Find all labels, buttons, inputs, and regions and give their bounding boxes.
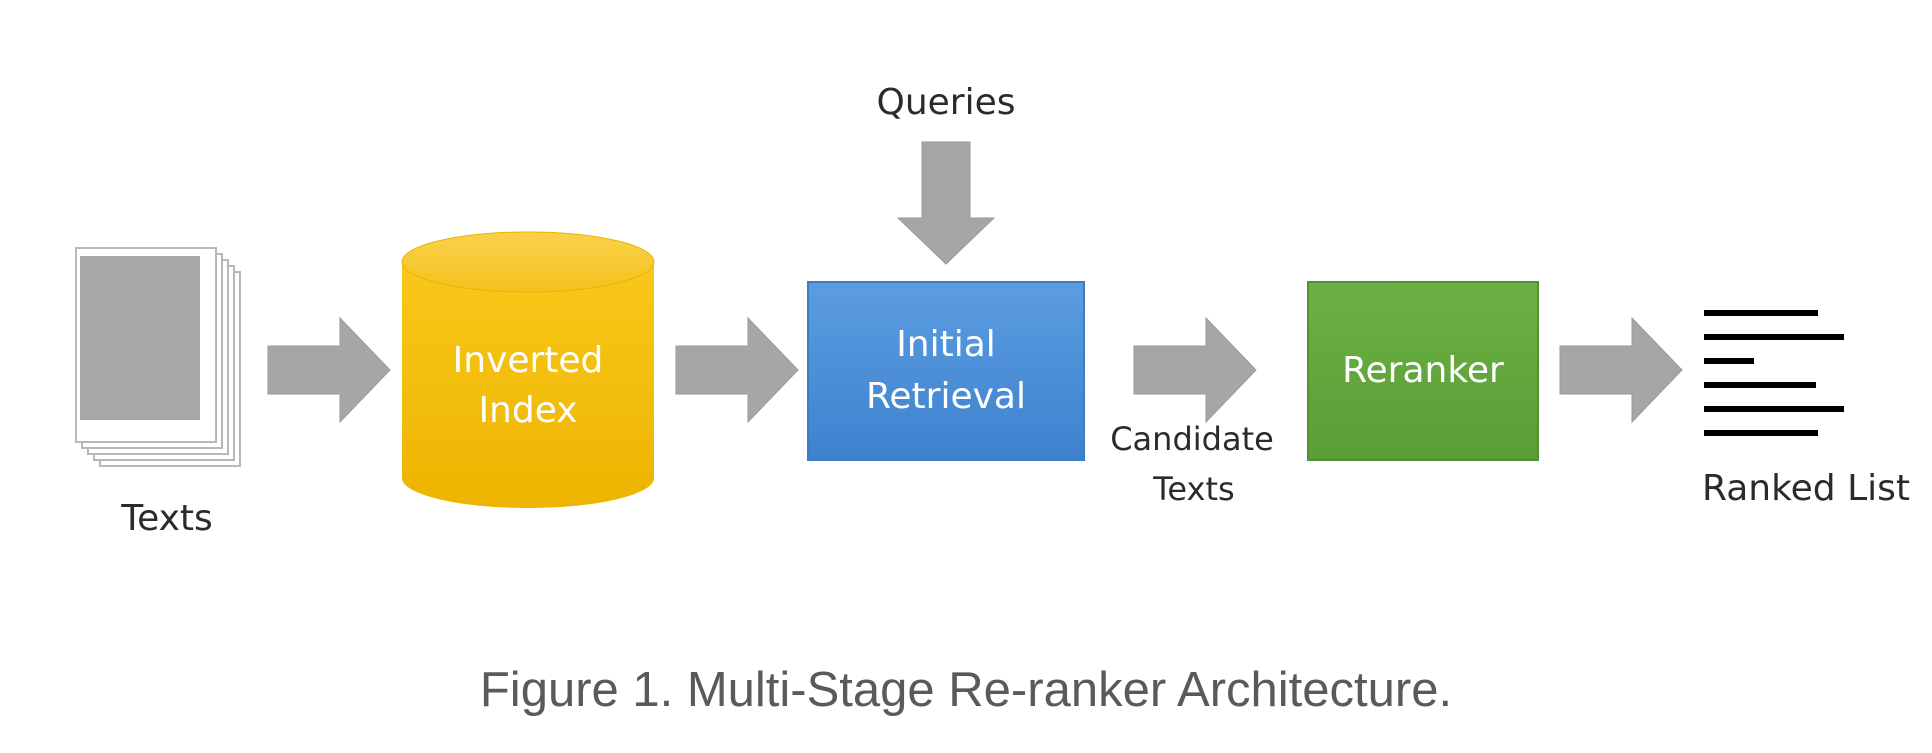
inverted-index-label-line2: Index: [478, 390, 577, 431]
initial-retrieval-label-line2: Retrieval: [866, 376, 1026, 417]
architecture-diagram: Texts Inverted Index Queries Initial Ret…: [75, 82, 1910, 539]
list-line: [1704, 406, 1844, 412]
list-line: [1704, 382, 1816, 388]
list-line: [1704, 310, 1818, 316]
texts-documents-icon: [75, 247, 241, 467]
list-line: [1704, 358, 1754, 364]
list-line: [1704, 430, 1818, 436]
queries-label: Queries: [876, 82, 1015, 123]
initial-retrieval-box: Initial Retrieval: [807, 281, 1085, 461]
cylinder-body: [402, 262, 654, 508]
arrow-index-to-retrieval: [675, 316, 799, 424]
arrow-texts-to-index: [267, 316, 391, 424]
arrow-reranker-to-list: [1559, 316, 1683, 424]
texts-label: Texts: [120, 498, 213, 539]
candidate-texts-label-line1: Candidate: [1110, 420, 1274, 458]
reranker-rect: [1307, 281, 1539, 461]
initial-retrieval-rect: [807, 281, 1085, 461]
ranked-list-icon: [1704, 310, 1844, 436]
reranker-label: Reranker: [1342, 350, 1504, 391]
initial-retrieval-label-line1: Initial: [896, 324, 996, 365]
arrow-retrieval-to-reranker: [1133, 316, 1257, 424]
cylinder-top: [401, 231, 655, 293]
candidate-texts-label-line2: Texts: [1152, 470, 1234, 508]
document-sheet-front: [80, 256, 200, 420]
list-line: [1704, 334, 1844, 340]
reranker-box: Reranker: [1307, 281, 1539, 461]
inverted-index-label-line1: Inverted: [453, 340, 604, 381]
arrow-queries-to-retrieval: [896, 141, 996, 265]
inverted-index-cylinder: Inverted Index: [401, 231, 655, 508]
figure-caption: Figure 1. Multi-Stage Re-ranker Architec…: [479, 663, 1453, 717]
ranked-list-label: Ranked List: [1702, 468, 1910, 509]
